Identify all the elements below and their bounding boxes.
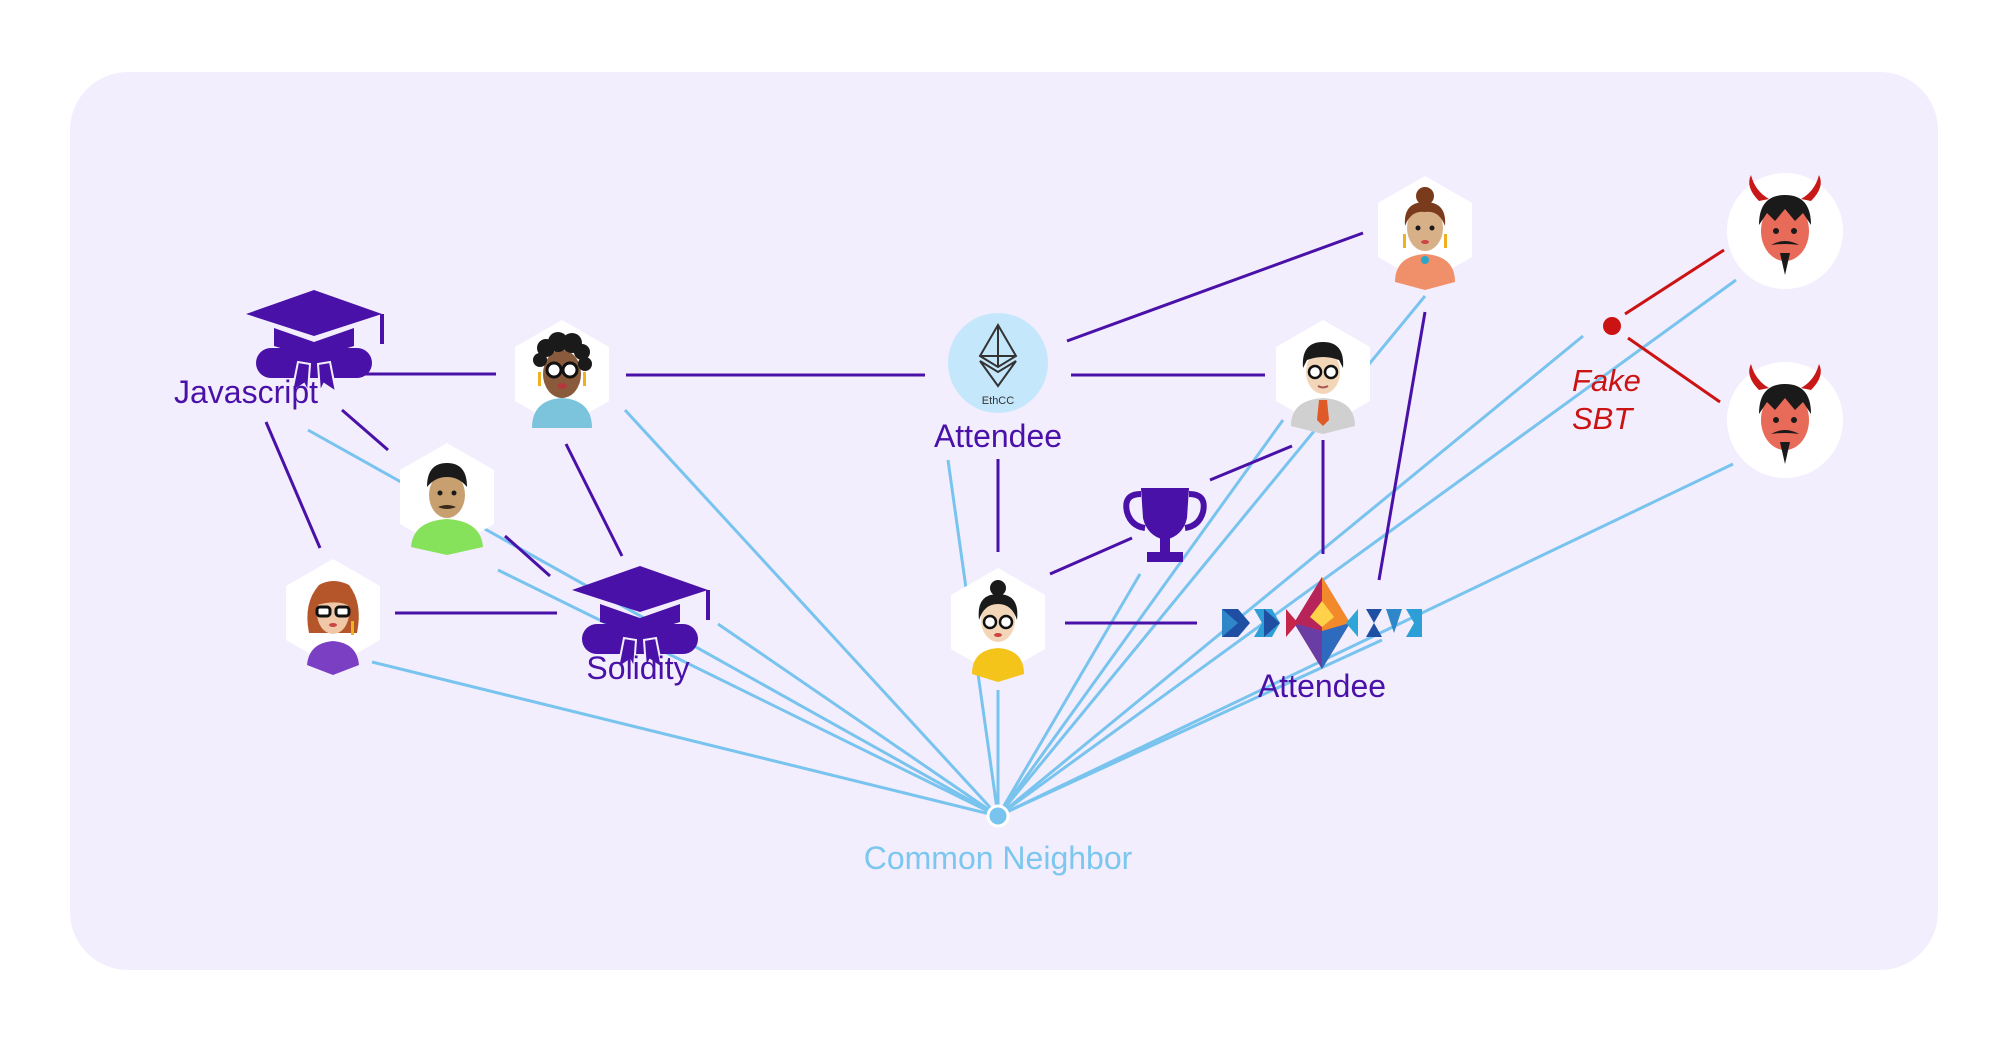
fake-sbt-edges bbox=[1624, 248, 1725, 404]
person-bun-top-avatar-icon bbox=[1378, 176, 1472, 290]
javascript-badge-icon bbox=[246, 290, 384, 396]
person-bun-center-avatar-icon bbox=[951, 568, 1045, 682]
edge-devil-bottom-to-common bbox=[997, 462, 1734, 818]
attendee-ethcc-label: Attendee bbox=[933, 418, 1063, 454]
edge-trophy-to-common bbox=[996, 573, 1142, 817]
edge-ethcc-buntop bbox=[1066, 231, 1364, 343]
edge-fake-to-common bbox=[997, 334, 1584, 818]
devcon-badge-icon bbox=[1222, 577, 1422, 669]
relationship-edges bbox=[264, 231, 1427, 625]
fake-sbt-label-line2: SBT bbox=[1572, 401, 1633, 436]
devil-top-avatar-icon bbox=[1727, 173, 1843, 289]
fake-sbt-node bbox=[1603, 317, 1621, 335]
edge-mustache-solidity bbox=[504, 534, 551, 578]
trophy-icon bbox=[1123, 488, 1207, 562]
common-neighbor-label: Common Neighbor bbox=[863, 840, 1133, 876]
solidity-label: Solidity bbox=[586, 650, 690, 686]
edge-devil-top-to-common bbox=[997, 278, 1737, 818]
edge-trophy-glasses bbox=[1209, 444, 1293, 482]
edge-mustache-to-common bbox=[497, 568, 999, 818]
person-redhead-avatar-icon bbox=[286, 559, 380, 675]
edge-buncenter-trophy bbox=[1049, 536, 1133, 576]
devil-bottom-avatar-icon bbox=[1727, 362, 1843, 478]
edge-fake-devil-top bbox=[1624, 248, 1725, 316]
edge-curly-solidity bbox=[564, 443, 624, 557]
edge-redhead-to-common bbox=[371, 660, 999, 818]
person-glasses-tie-avatar-icon bbox=[1276, 320, 1370, 434]
common-neighbor-node bbox=[986, 804, 1010, 828]
person-mustache-avatar-icon bbox=[400, 443, 494, 555]
solidity-badge-icon bbox=[572, 566, 710, 672]
attendee-devcon-label: Attendee bbox=[1257, 668, 1387, 704]
ethcc-logo-text: EthCC bbox=[982, 395, 1014, 407]
edge-devcon-to-common bbox=[997, 638, 1383, 818]
edge-fake-devil-bottom bbox=[1627, 336, 1721, 404]
edge-buntop-devcon bbox=[1377, 311, 1427, 581]
fake-sbt-label-line1: Fake bbox=[1572, 363, 1641, 398]
edge-javascript-redhead bbox=[264, 421, 322, 549]
ethcc-badge-icon: EthCC bbox=[948, 313, 1048, 413]
javascript-label: Javascript bbox=[173, 374, 319, 410]
edge-javascript-mustache bbox=[341, 408, 389, 452]
person-curly-avatar-icon bbox=[515, 320, 609, 428]
edge-glasses-to-common bbox=[996, 419, 1285, 817]
edge-solidity-to-common bbox=[717, 622, 999, 818]
edge-curly-to-common bbox=[623, 408, 1000, 818]
